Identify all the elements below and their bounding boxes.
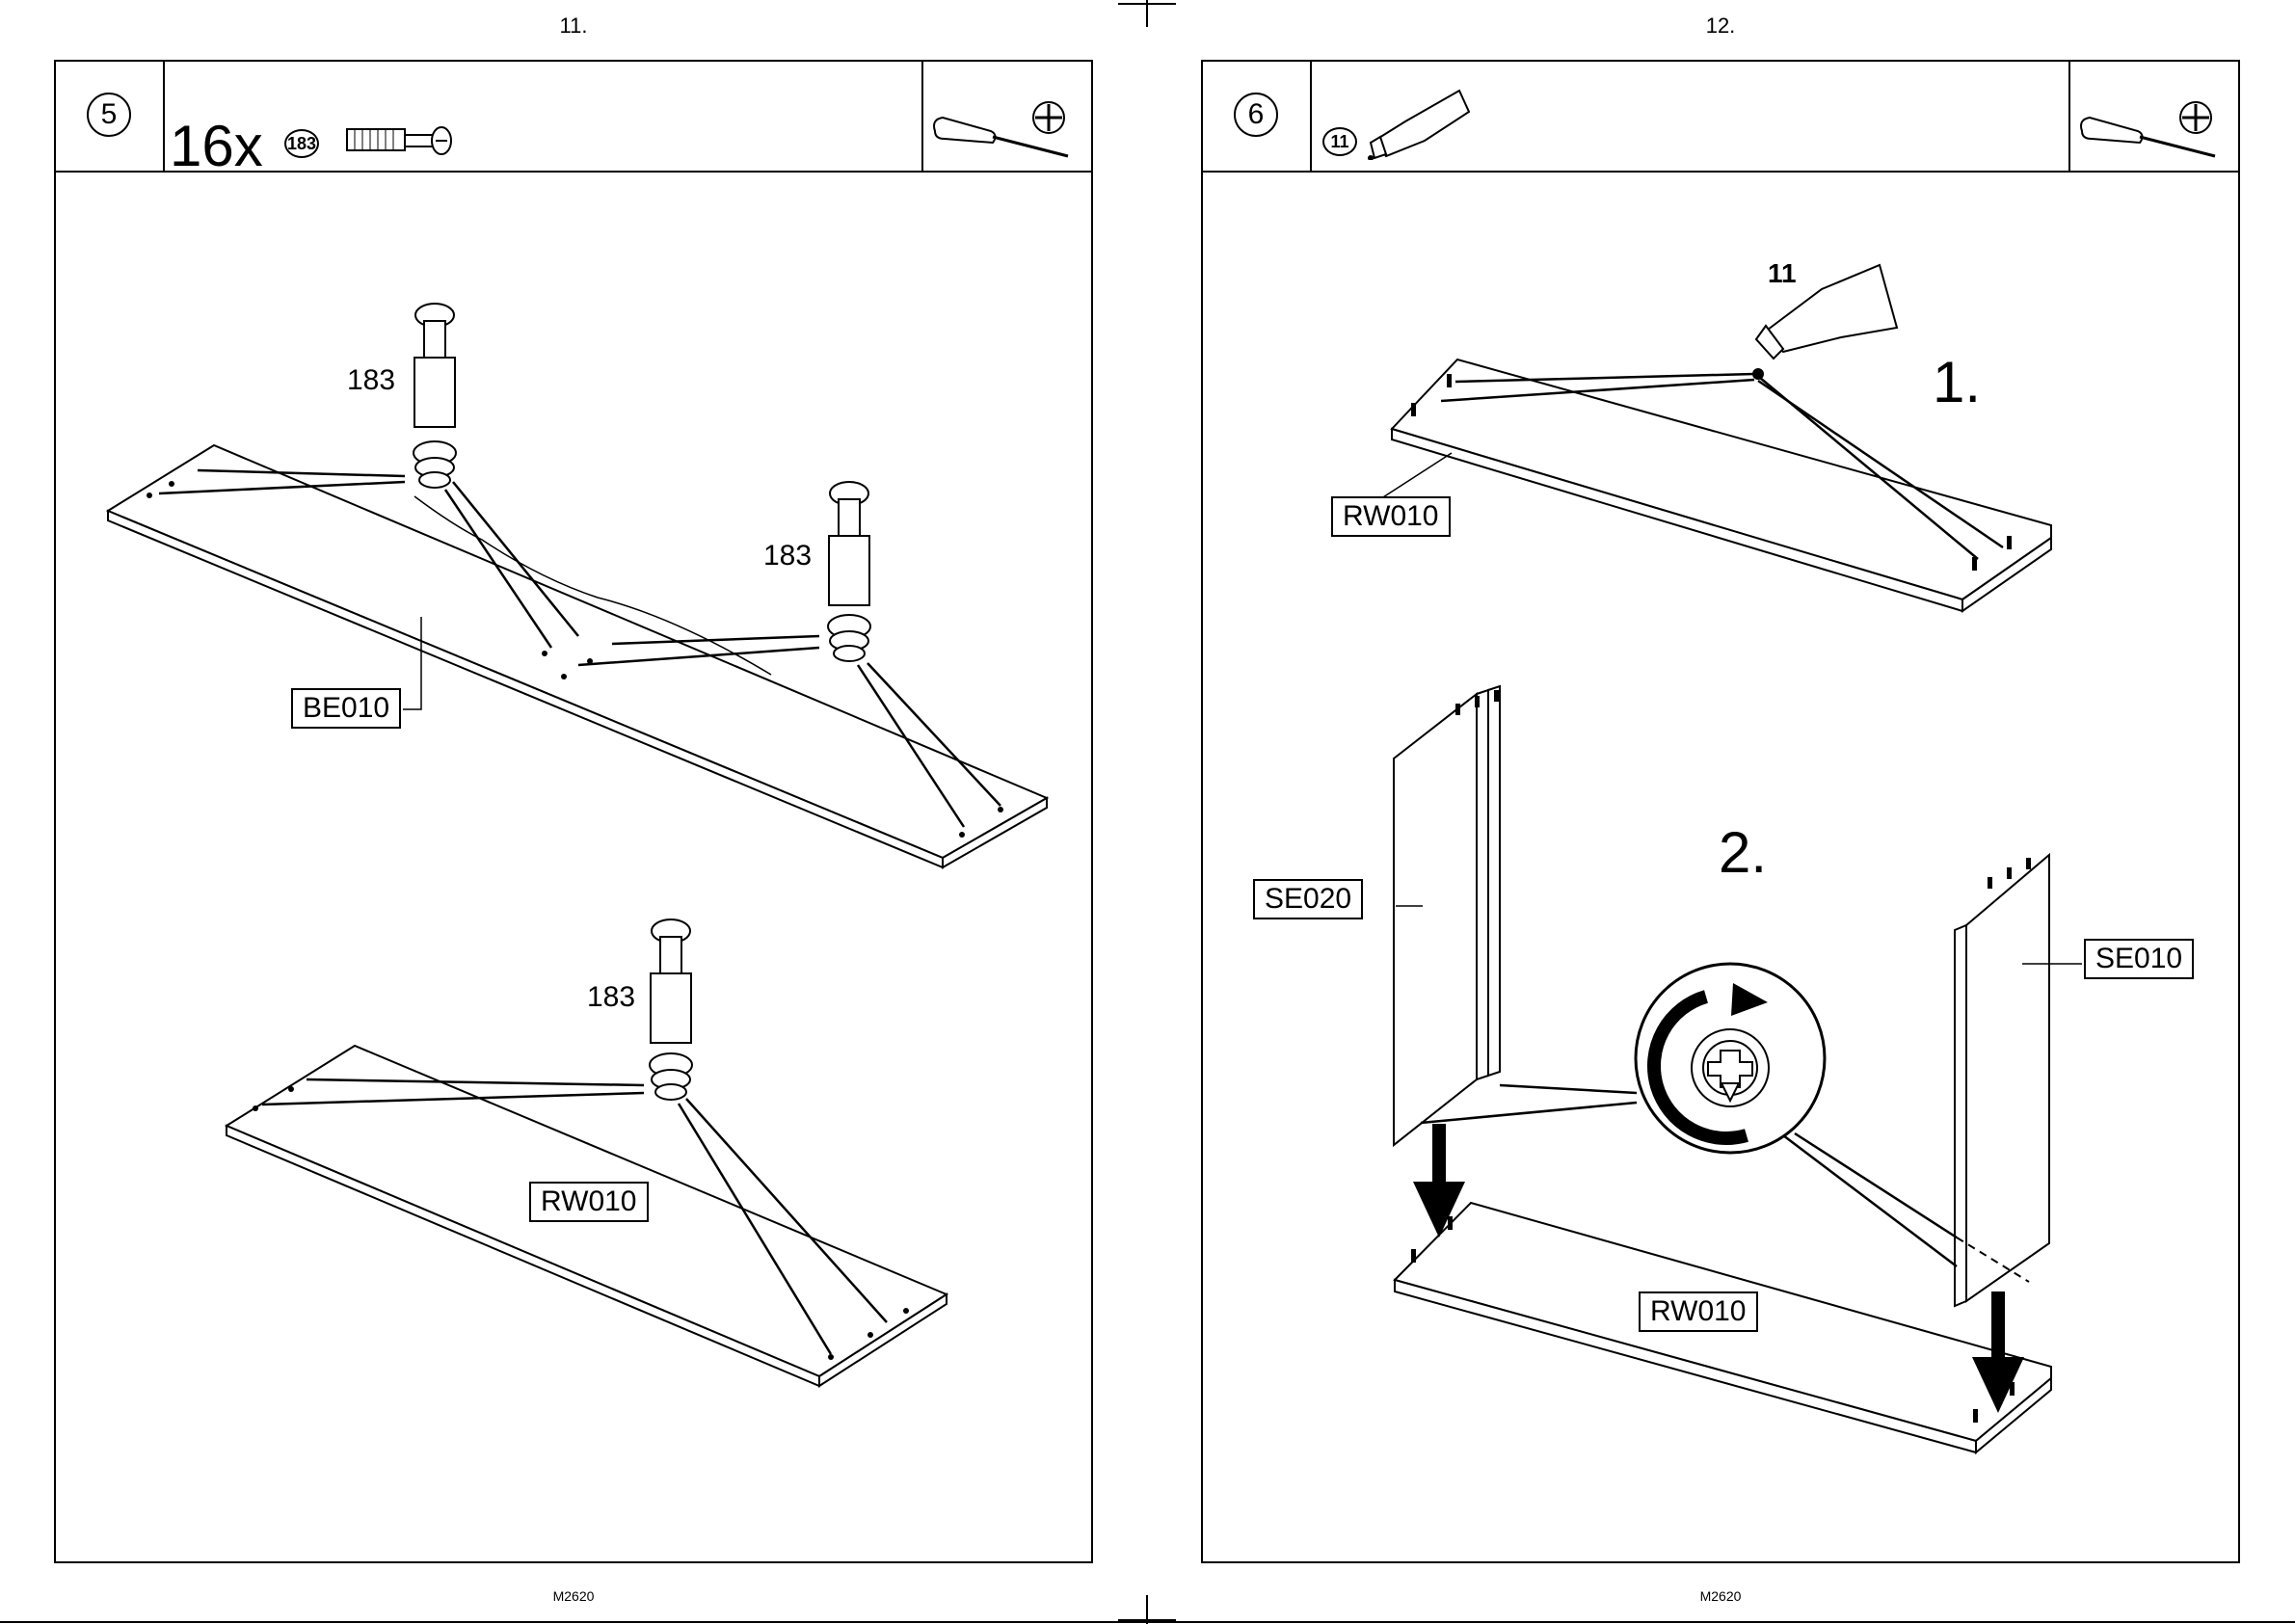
glue-part-number: 11 [1768,258,1797,289]
cam-bolt-183-a [414,304,456,488]
cam-bolt-183-b [828,482,870,661]
page-left: 11. 5 16x 183 [0,0,1147,1624]
substep-2-label: 2. [1719,819,1767,886]
panel-be010 [108,445,1047,867]
panel-label-se020: SE020 [1253,879,1363,919]
cam-bolt-183-c [650,919,692,1100]
assembly-drawing-right [1147,0,2294,1624]
part-number-183: 183 [587,981,635,1014]
panel-se010 [1955,855,2049,1306]
panel-label-be010: BE010 [291,688,401,729]
panel-label-se010: SE010 [2084,939,2194,979]
assembly-drawing-left [0,0,1147,1624]
part-number-183: 183 [347,364,395,397]
part-number-183: 183 [763,540,812,572]
document-code: M2620 [1147,1588,2294,1604]
panel-se020 [1394,686,1500,1145]
document-code: M2620 [0,1588,1147,1604]
panel-label-rw010: RW010 [1639,1291,1758,1332]
substep-1-label: 1. [1933,349,1981,415]
panel-label-rw010: RW010 [1331,496,1451,537]
page-right: 12. 6 11 [1147,0,2294,1624]
panel-label-rw010: RW010 [529,1182,649,1222]
